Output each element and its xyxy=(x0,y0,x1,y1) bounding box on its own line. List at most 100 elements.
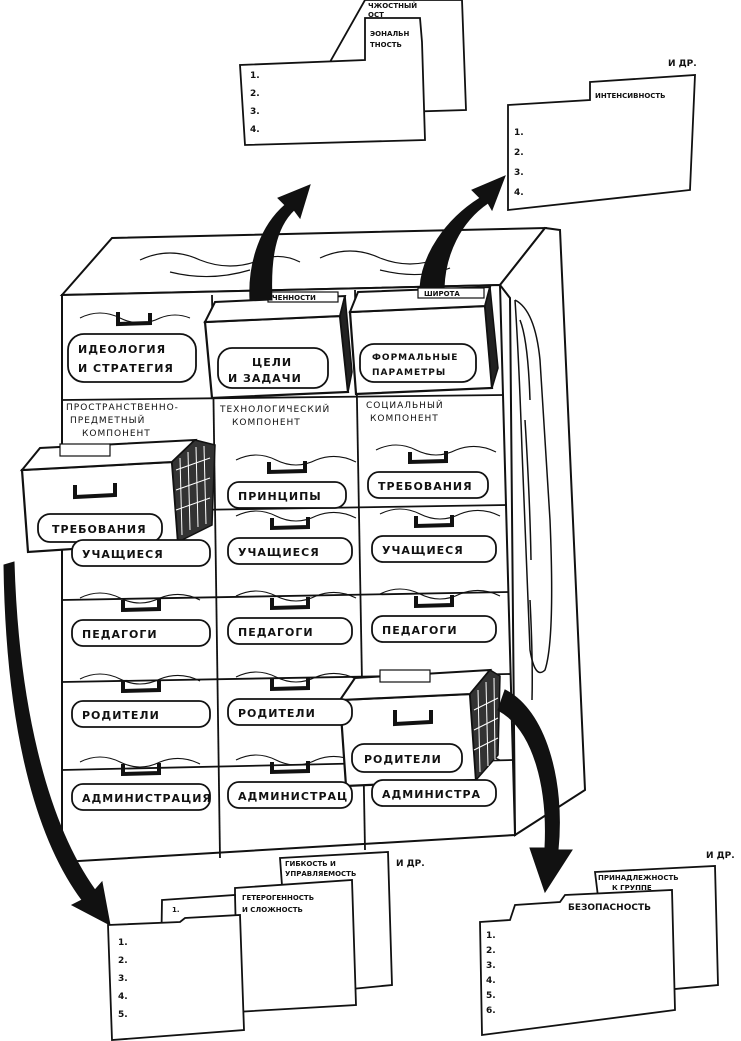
drawer-parents-2-handle[interactable] xyxy=(270,678,310,692)
drawer-parents-2-label: РОДИТЕЛИ xyxy=(238,707,316,720)
drawer-req-label: ТРЕБОВАНИЯ xyxy=(52,523,147,536)
drawer-teachers-3-handle[interactable] xyxy=(414,595,454,609)
drawer-req-handle xyxy=(73,483,117,500)
drawer-ideology-label-box xyxy=(67,333,197,383)
card-br-item-number: 3. xyxy=(486,961,496,971)
component-social-l2: КОМПОНЕНТ xyxy=(370,414,439,424)
card-bottom-left[interactable]: И ДР. ГИБКОСТЬ И УПРАВЛЯЕМОСТЬ ГЕТЕРОГЕН… xyxy=(107,851,425,1041)
drawer-req-side xyxy=(171,439,216,544)
drawer-admin-3-label-box xyxy=(371,779,497,807)
drawer-admin-1-handle[interactable] xyxy=(121,763,161,777)
drawer-teachers-1-handle[interactable] xyxy=(121,599,161,613)
card-bl-rear-num: 1. xyxy=(172,906,180,914)
drawer-admin-2-handle[interactable] xyxy=(270,761,310,775)
drawer-admin-1-label: АДМИНИСТРАЦИЯ xyxy=(82,792,212,805)
drawer-students-3-decoration xyxy=(379,508,501,520)
drawer-teachers-2-label-box xyxy=(227,617,353,645)
drawer-goals-l2: И ЗАДАЧИ xyxy=(228,372,302,385)
drawer-students-1-label: УЧАЩИЕСЯ xyxy=(82,548,164,561)
side-face-decoration xyxy=(514,299,553,701)
card-bl-item-number: 3. xyxy=(118,974,128,984)
card-tr-item-number: 1. xyxy=(514,128,524,138)
drawer-admin-3-label: АДМИНИСТРА xyxy=(382,788,481,801)
component-tech-l2: КОМПОНЕНТ xyxy=(232,418,301,428)
card-top-right[interactable]: И ДР. ИНТЕНСИВНОСТЬ 1.2.3.4. xyxy=(507,59,697,212)
card-bl-mid-tab-l1: ГЕТЕРОГЕННОСТЬ xyxy=(242,894,314,902)
card-br-item-number: 6. xyxy=(486,1006,496,1016)
card-bl-item-number: 2. xyxy=(118,956,128,966)
drawer-ideology-handle[interactable] xyxy=(116,312,152,327)
drawer-parents-1-label: РОДИТЕЛИ xyxy=(82,709,160,722)
drawer-labels: ПРИНЦИПЫ ТРЕБОВАНИЯ УЧАЩИЕСЯ УЧАЩИЕСЯ УЧАЩИЕ… xyxy=(71,471,497,811)
drawer-principles-label-box xyxy=(227,481,347,509)
drawer-requirements-handle[interactable] xyxy=(408,451,448,465)
drawer-teachers-3-label: ПЕДАГОГИ xyxy=(382,624,458,637)
drawer-formal-l2: ПАРАМЕТРЫ xyxy=(372,368,446,378)
card-br-front-tab: БЕЗОПАСНОСТЬ xyxy=(568,903,651,913)
card-tr-body xyxy=(507,74,696,212)
drawer-formal-tab-text: ШИРОТА xyxy=(424,290,460,298)
drawer-requirements-label: ТРЕБОВАНИЯ xyxy=(378,480,473,493)
drawer-principles-handle[interactable] xyxy=(267,461,307,475)
drawer-teachers-1-label: ПЕДАГОГИ xyxy=(82,628,158,641)
component-social-l1: СОЦИАЛЬНЫЙ xyxy=(366,399,444,411)
drawer-students-2-handle[interactable] xyxy=(270,517,310,531)
drawer-ideology-l2: И СТРАТЕГИЯ xyxy=(78,362,174,375)
card-bl-mid-tab-l2: И СЛОЖНОСТЬ xyxy=(242,906,303,914)
drawer-teachers-1-label-box xyxy=(71,619,211,647)
drawer-requirements-pulled[interactable]: ТРЕБОВАНИЯ xyxy=(19,438,216,554)
arrow-parents-down xyxy=(497,689,573,894)
card-bl-back-tab-l1: ГИБКОСТЬ И xyxy=(285,860,336,868)
drawer-ideology[interactable]: ИДЕОЛОГИЯ И СТРАТЕГИЯ xyxy=(67,333,197,383)
drawer-teachers-2-handle[interactable] xyxy=(270,597,310,611)
card-br-front xyxy=(479,889,676,1037)
arrow-requirements-down xyxy=(3,561,111,926)
drawer-goals-pulled[interactable]: ЧЕННОСТИ ЦЕЛИ И ЗАДАЧИ xyxy=(203,291,353,400)
card-tl-back-tab-l1: ЧЖОСТНЫЙ xyxy=(368,1,417,10)
card-br-item-number: 4. xyxy=(486,976,496,986)
drawer-principles-decoration xyxy=(235,454,357,466)
card-br-back-tab-l1: ПРИНАДЛЕЖНОСТЬ xyxy=(598,874,679,882)
component-tech-l1: ТЕХНОЛОГИЧЕСКИЙ xyxy=(219,403,330,415)
drawer-parents-label-box xyxy=(351,743,463,773)
drawer-parents-pulled[interactable]: РОДИТЕЛИ xyxy=(338,668,501,788)
drawer-admin-2-decoration xyxy=(235,754,357,766)
drawer-formal-pulled[interactable]: ШИРОТА ФОРМАЛЬНЫЕ ПАРАМЕТРЫ xyxy=(348,285,499,396)
drawer-requirements-label-box xyxy=(367,471,489,499)
card-bl-back-tab-l2: УПРАВЛЯЕМОСТЬ xyxy=(285,870,356,878)
drawer-formal-side xyxy=(484,286,499,389)
card-br-item-number: 2. xyxy=(486,946,496,956)
drawer-teachers-3-decoration xyxy=(379,588,501,600)
drawer-admin-2-label-box xyxy=(227,781,353,809)
component-headers: ПРОСТРАНСТВЕННО- ПРЕДМЕТНЫЙ КОМПОНЕНТ ТЕ… xyxy=(66,399,444,439)
drawer-students-3-handle[interactable] xyxy=(414,515,454,529)
drawer-admin-1-label-box xyxy=(71,783,211,811)
drawer-principles-label: ПРИНЦИПЫ xyxy=(238,490,322,503)
drawer-parents-2-label-box xyxy=(227,698,353,726)
arrow-goals-up xyxy=(249,184,311,301)
drawer-students-2-label-box xyxy=(227,537,353,565)
arrows xyxy=(3,175,573,926)
card-tr-item-number: 3. xyxy=(514,168,524,178)
drawer-parents-1-handle[interactable] xyxy=(121,680,161,694)
arrow-formal-up xyxy=(419,175,506,289)
drawer-teachers-1-decoration xyxy=(79,592,201,604)
drawer-formal-l1: ФОРМАЛЬНЫЕ xyxy=(372,353,458,363)
card-top-left[interactable]: ЧЖОСТНЫЙ ОСТ ЭОНАЛЬН ТНОСТЬ 1.2.3.4. xyxy=(239,0,467,146)
drawer-req-side-hatching xyxy=(175,445,211,536)
card-bottom-right[interactable]: И ДР. ПРИНАДЛЕЖНОСТЬ К ГРУППЕ БЕЗОПАСНОС… xyxy=(479,851,735,1037)
card-tl-front-tab-l2: ТНОСТЬ xyxy=(370,41,402,49)
card-tl-item-number: 4. xyxy=(250,125,260,135)
drawer-students-3-label: УЧАЩИЕСЯ xyxy=(382,544,464,557)
drawer-students-3-label-box xyxy=(371,535,497,563)
drawer-parents-side-hatching xyxy=(473,677,499,773)
drawer-students-2-label: УЧАЩИЕСЯ xyxy=(238,546,320,559)
card-tr-item-number: 4. xyxy=(514,188,524,198)
card-br-item-number: 1. xyxy=(486,931,496,941)
drawer-parents-tab xyxy=(379,669,431,683)
card-bl-item-number: 4. xyxy=(118,992,128,1002)
card-tl-item-number: 3. xyxy=(250,107,260,117)
drawer-goals-l1: ЦЕЛИ xyxy=(252,356,292,369)
card-br-etc: И ДР. xyxy=(706,851,735,861)
